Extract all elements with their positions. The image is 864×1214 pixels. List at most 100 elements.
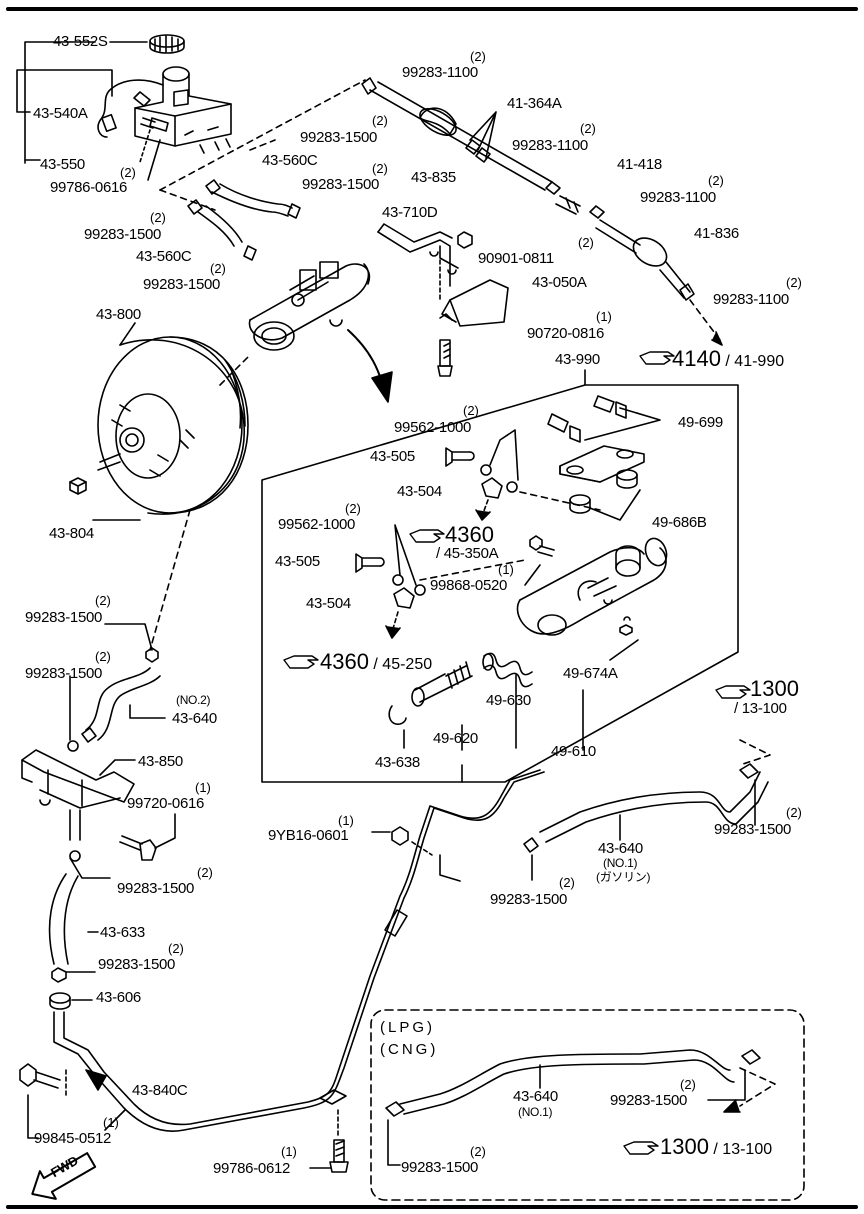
bolt-99845-0512	[19, 1063, 61, 1089]
hose-43-633	[48, 873, 79, 965]
qty-99786-0616: (2)	[120, 165, 136, 180]
label-99283-1500-b: 99283-1500	[302, 176, 380, 193]
label-90901-0811: 90901-0811	[478, 250, 554, 267]
qty-99562-1000-lower: (2)	[345, 501, 361, 516]
label-43-640-inset: 43-640	[513, 1088, 558, 1105]
check-valve-41-418	[545, 181, 605, 219]
reservoir-tank	[134, 66, 232, 154]
grommet-49-686b	[569, 469, 638, 514]
qty-90720-0816: (1)	[596, 309, 612, 324]
hose-41-836	[595, 219, 695, 301]
label-99283-1500-j: 99283-1500	[714, 821, 792, 838]
hose-43-560c-lower	[187, 199, 257, 261]
ref-1300-b[interactable]: 1300 / 13-100	[660, 1134, 773, 1159]
label-cng: (CNG)	[380, 1041, 439, 1058]
clutch-master-cylinder	[516, 537, 668, 636]
label-99845-0512: 99845-0512	[34, 1130, 112, 1147]
label-43-850: 43-850	[138, 753, 183, 770]
label-43-640-no1-note: (NO.1)	[603, 856, 638, 870]
qty-99283-1500-j: (2)	[786, 805, 802, 820]
brake-booster	[97, 336, 249, 515]
reservoir-cap	[149, 34, 185, 54]
ref-4140[interactable]: 4140 / 41-990	[672, 346, 785, 371]
level-sensor-wire	[97, 79, 164, 138]
nut-43-804	[69, 477, 87, 495]
fitting-49-699	[547, 395, 627, 443]
label-99283-1100-c: 99283-1100	[640, 189, 716, 206]
label-41-364a: 41-364A	[507, 95, 562, 112]
bracket-43-050a	[439, 279, 509, 327]
label-99283-1100-d: 99283-1100	[713, 291, 789, 308]
ref-1300-a[interactable]: 1300	[750, 676, 799, 701]
label-43-505-lower: 43-505	[275, 553, 320, 570]
label-99283-1500-e: 99283-1500	[25, 609, 103, 626]
qty-99283-1500-c: (2)	[150, 210, 166, 225]
qty-99283-1500-f: (2)	[95, 649, 111, 664]
label-43-800: 43-800	[96, 306, 141, 323]
ref-4360-a[interactable]: 4360	[445, 522, 494, 547]
qty-99845-0512: (1)	[103, 1115, 119, 1130]
hose-43-640-inset	[385, 1049, 761, 1117]
label-9yb16-0601: 9YB16-0601	[268, 827, 349, 844]
bolt-43-505-lower	[355, 553, 385, 573]
qty-9yb16-0601: (1)	[338, 813, 354, 828]
qty-99283-1500-e: (2)	[95, 593, 111, 608]
qty-99283-1100-c: (2)	[708, 173, 724, 188]
clip-99283-1500-h	[51, 967, 67, 983]
label-99283-1500-h: 99283-1500	[98, 956, 176, 973]
qty-90901-0811: (2)	[578, 235, 594, 250]
bracket-43-710d	[377, 223, 459, 287]
label-43-990: 43-990	[555, 351, 600, 368]
clip-99283-1500-g	[69, 850, 81, 862]
label-43-640-no2-note: (NO.2)	[176, 693, 211, 707]
label-49-686b: 49-686B	[652, 514, 707, 531]
bolt-99720-0616	[119, 835, 157, 861]
clip-99283-1500-i	[523, 837, 539, 853]
label-49-630: 49-630	[486, 692, 531, 709]
qty-99283-1500-d: (2)	[210, 261, 226, 276]
cap-49-674a	[619, 616, 633, 636]
qty-99562-1000-upper: (2)	[463, 403, 479, 418]
label-43-840c: 43-840C	[132, 1082, 188, 1099]
lpg-cng-inset	[370, 1009, 805, 1201]
bracket-43-850	[21, 749, 135, 841]
qty-99786-0612: (1)	[281, 1144, 297, 1159]
bolt-90720-0816	[437, 339, 453, 377]
label-99868-0520: 99868-0520	[430, 577, 508, 594]
label-99786-0616: 99786-0616	[50, 179, 128, 196]
label-99283-1500-c: 99283-1500	[84, 226, 162, 243]
label-49-699: 49-699	[678, 414, 723, 431]
ref-4360-b[interactable]: 4360 / 45-250	[320, 649, 433, 674]
reservoir-screw	[139, 117, 169, 163]
label-43-640-no1-fuel: (ガソリン)	[596, 870, 651, 884]
label-99283-1500-i: 99283-1500	[490, 891, 568, 908]
label-99283-1500-l: 99283-1500	[401, 1159, 479, 1176]
grommet-43-606	[49, 992, 71, 1010]
qty-99283-1500-k: (2)	[680, 1077, 696, 1092]
qty-99283-1500-l: (2)	[470, 1144, 486, 1159]
pointing-hand-icon	[283, 351, 751, 1155]
snap-ring-43-638	[388, 705, 407, 725]
spring-49-630	[482, 652, 533, 688]
label-43-550: 43-550	[40, 156, 85, 173]
label-lpg: (LPG)	[380, 1019, 436, 1036]
qty-99283-1500-g: (2)	[197, 865, 213, 880]
qty-99283-1500-b: (2)	[372, 161, 388, 176]
clip-99283-1500-f	[67, 740, 79, 752]
label-43-560c-upper: 43-560C	[262, 152, 318, 169]
hose-43-640-no2	[81, 667, 161, 743]
label-43-560c-lower: 43-560C	[136, 248, 192, 265]
fitting-43-504-lower	[393, 587, 415, 609]
brake-master-cylinder	[248, 261, 371, 351]
clutch-master-box	[261, 384, 739, 783]
label-41-836: 41-836	[694, 225, 739, 242]
label-90720-0816: 90720-0816	[527, 325, 605, 342]
bolt-99786-0612	[329, 1139, 349, 1173]
qty-99868-0520: (1)	[498, 562, 514, 577]
label-49-610: 49-610	[551, 743, 596, 760]
qty-99283-1500-h: (2)	[168, 941, 184, 956]
hose-43-560c-upper	[205, 179, 301, 219]
label-99283-1500-d: 99283-1500	[143, 276, 221, 293]
qty-99720-0616: (1)	[195, 780, 211, 795]
